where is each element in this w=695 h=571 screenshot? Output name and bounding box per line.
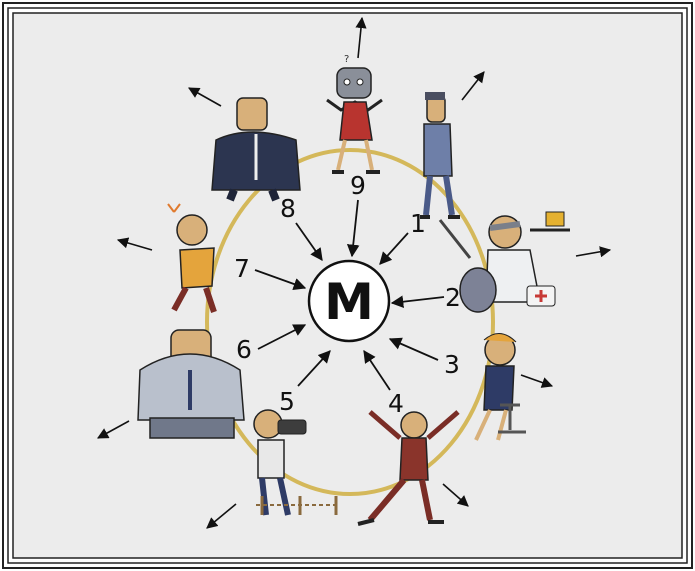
role-number-9: 9 [350,171,366,200]
role-number-6: 6 [236,335,252,364]
role-number-5: 5 [279,387,295,416]
role-number-8: 8 [280,194,296,223]
role-number-4: 4 [388,389,404,418]
role-number-2: 2 [445,283,461,312]
center-label: M [324,273,374,331]
role-number-7: 7 [234,254,250,283]
svg-text:?: ? [344,54,349,65]
role-number-3: 3 [444,350,460,379]
center-node: M [309,261,389,341]
